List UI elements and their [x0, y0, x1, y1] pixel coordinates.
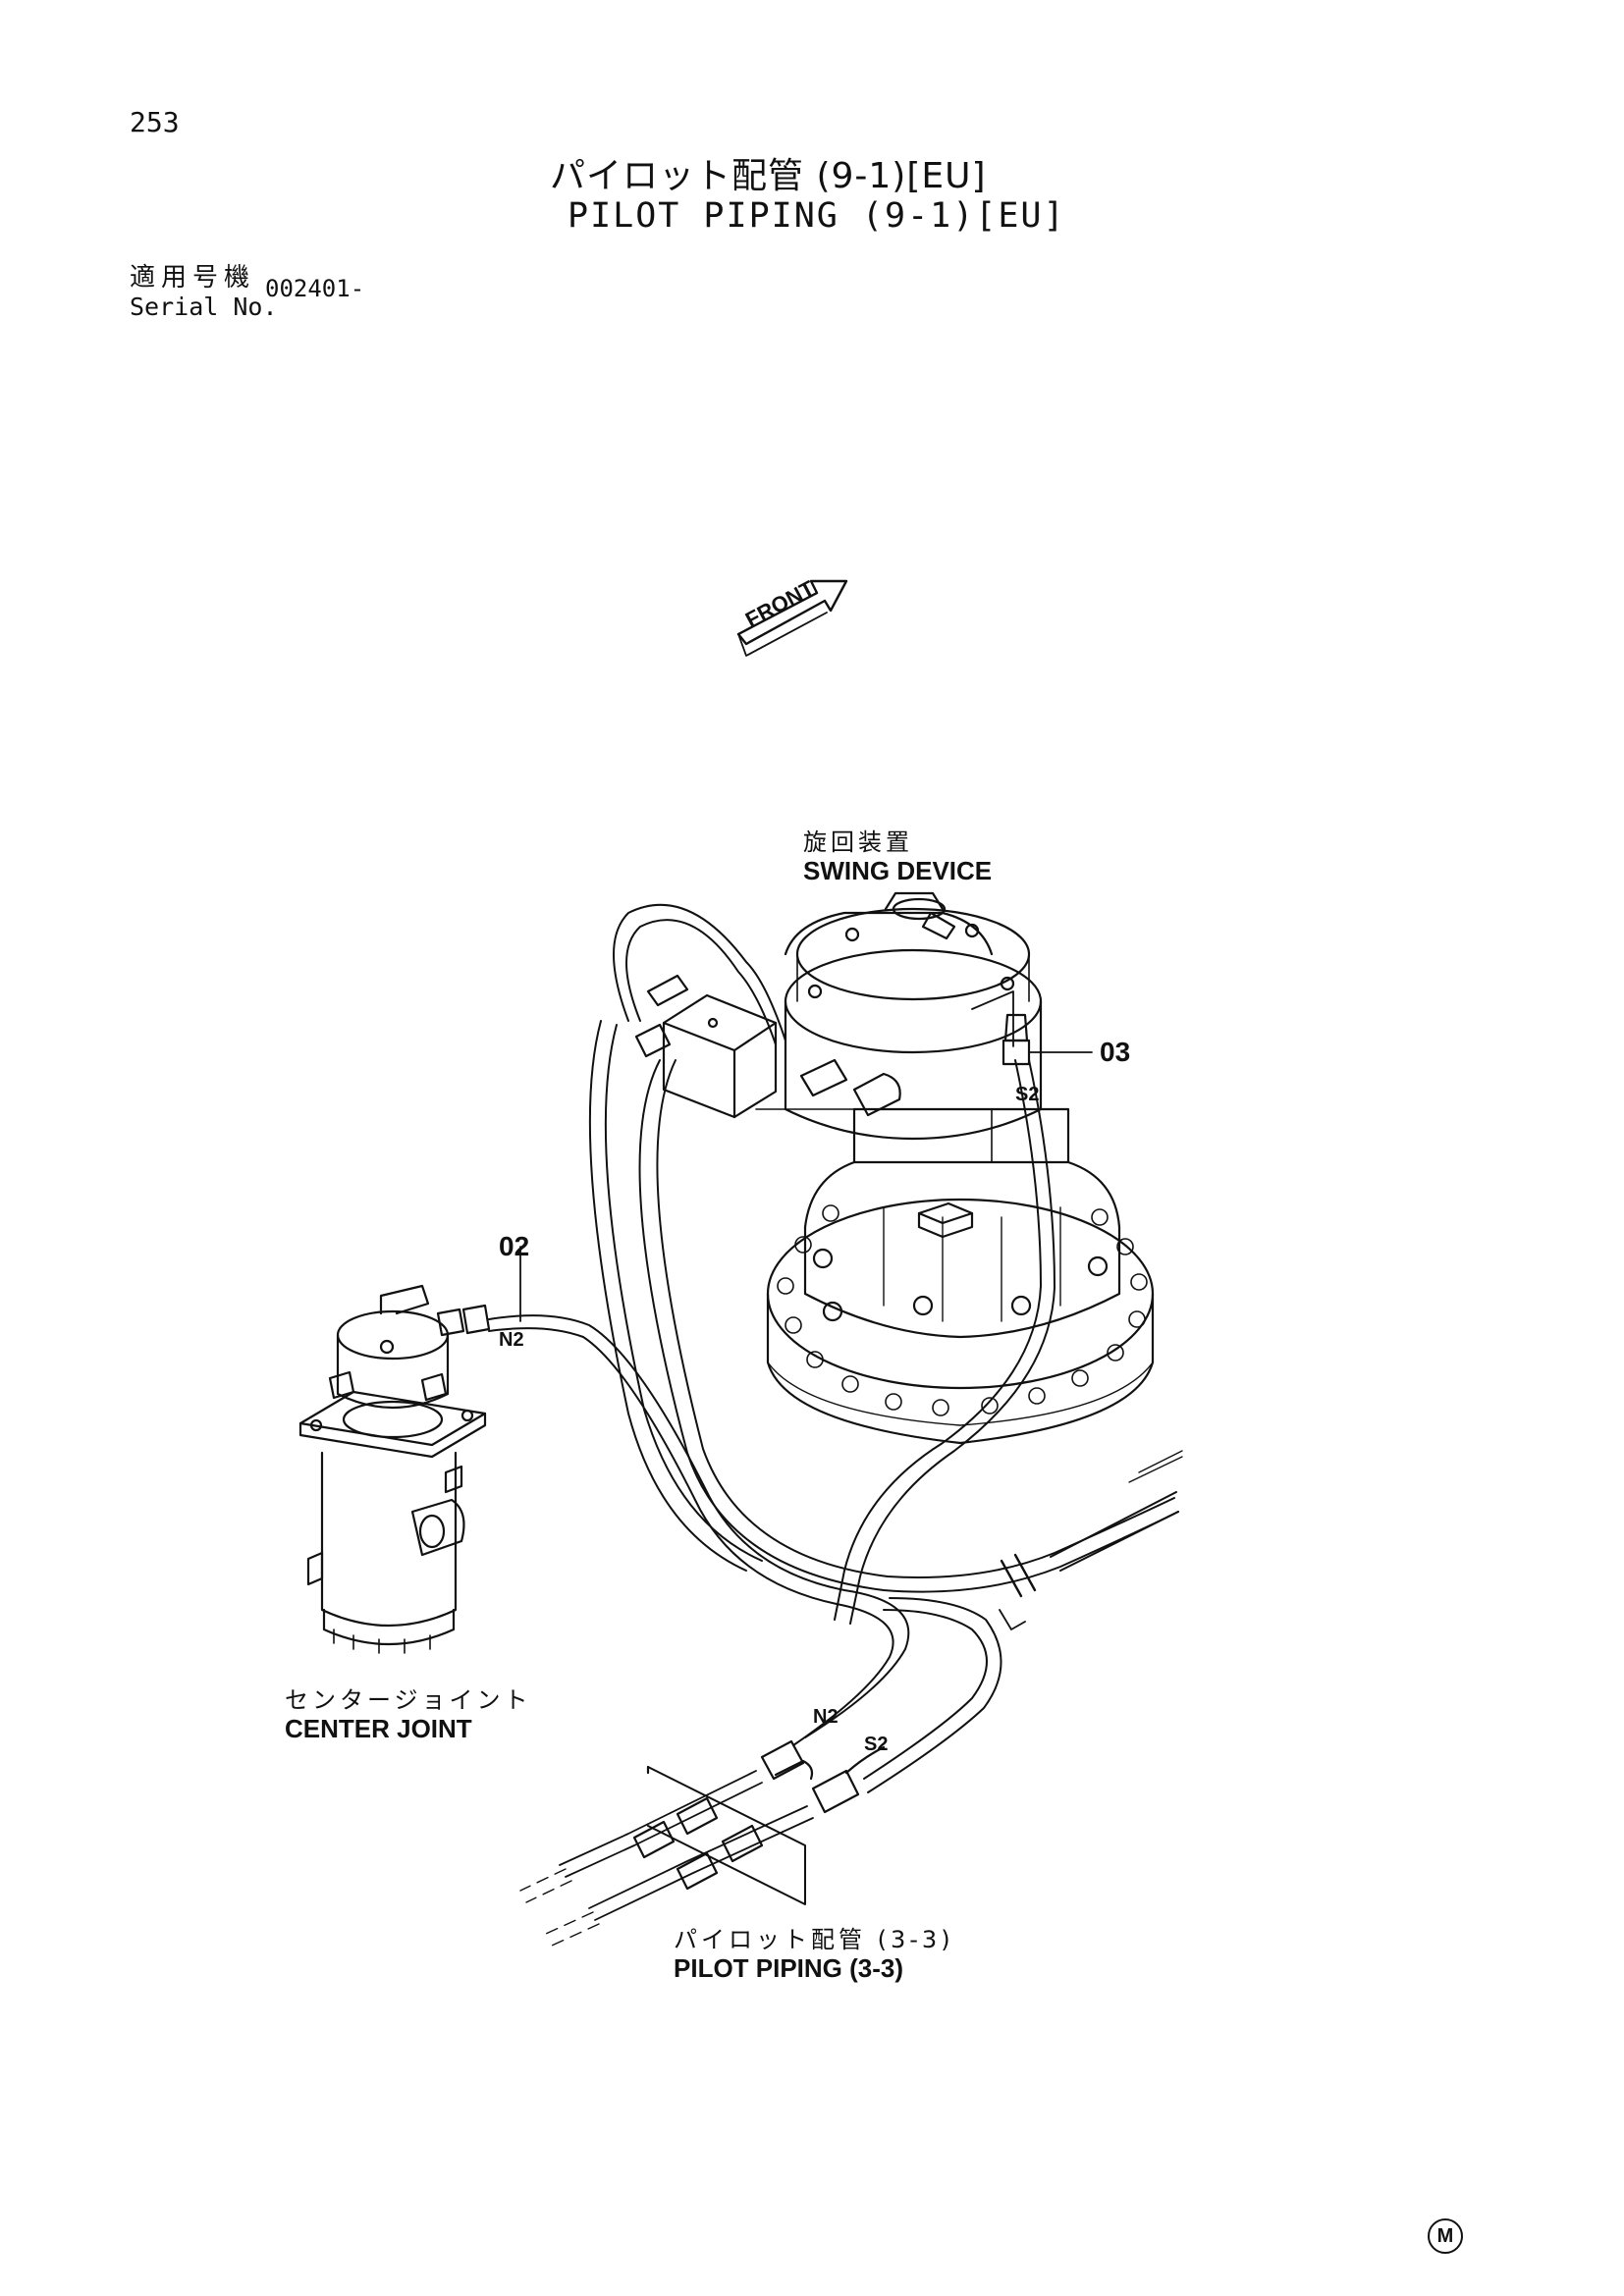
fitting-03 — [1001, 1013, 1093, 1066]
circled-m-mark: M — [1428, 2218, 1463, 2254]
port-label-s2-swing: S2 — [1015, 1084, 1040, 1105]
center-joint-label: CENTER JOINT — [285, 1714, 472, 1743]
swing-device-label: SWING DEVICE — [803, 856, 993, 885]
page-title-english: PILOT PIPING (9-1)[EU] — [568, 196, 1066, 236]
center-joint-drawing — [298, 1284, 491, 1654]
port-label-n2-center-joint: N2 — [499, 1329, 524, 1351]
pilot-piping-3-3-label: PILOT PIPING (3-3) — [674, 1953, 904, 1983]
swing-device-drawing — [634, 891, 1155, 1445]
serial-label-japanese: 適用号機 — [130, 263, 256, 293]
port-label-s2-lower: S2 — [864, 1734, 889, 1755]
center-joint-label-japanese: センタージョイント — [285, 1686, 532, 1714]
hose-n2 — [488, 1246, 910, 1746]
part-callout-03: 03 — [1100, 1037, 1131, 1067]
serial-label-english: Serial No. — [130, 293, 278, 321]
serial-number-value: 002401- — [265, 275, 365, 302]
swing-device-label-japanese: 旋回装置 — [803, 828, 913, 856]
pilot-piping-3-3-label-japanese: パイロット配管 (3-3) — [674, 1926, 954, 1953]
page-number: 253 — [130, 106, 180, 138]
port-label-n2-lower: N2 — [813, 1706, 839, 1728]
part-callout-02: 02 — [499, 1231, 530, 1261]
front-arrow-icon — [736, 579, 848, 657]
page-title-japanese: パイロット配管 (9-1)[EU] — [550, 156, 987, 196]
bulkhead-connectors — [519, 1597, 1002, 1947]
